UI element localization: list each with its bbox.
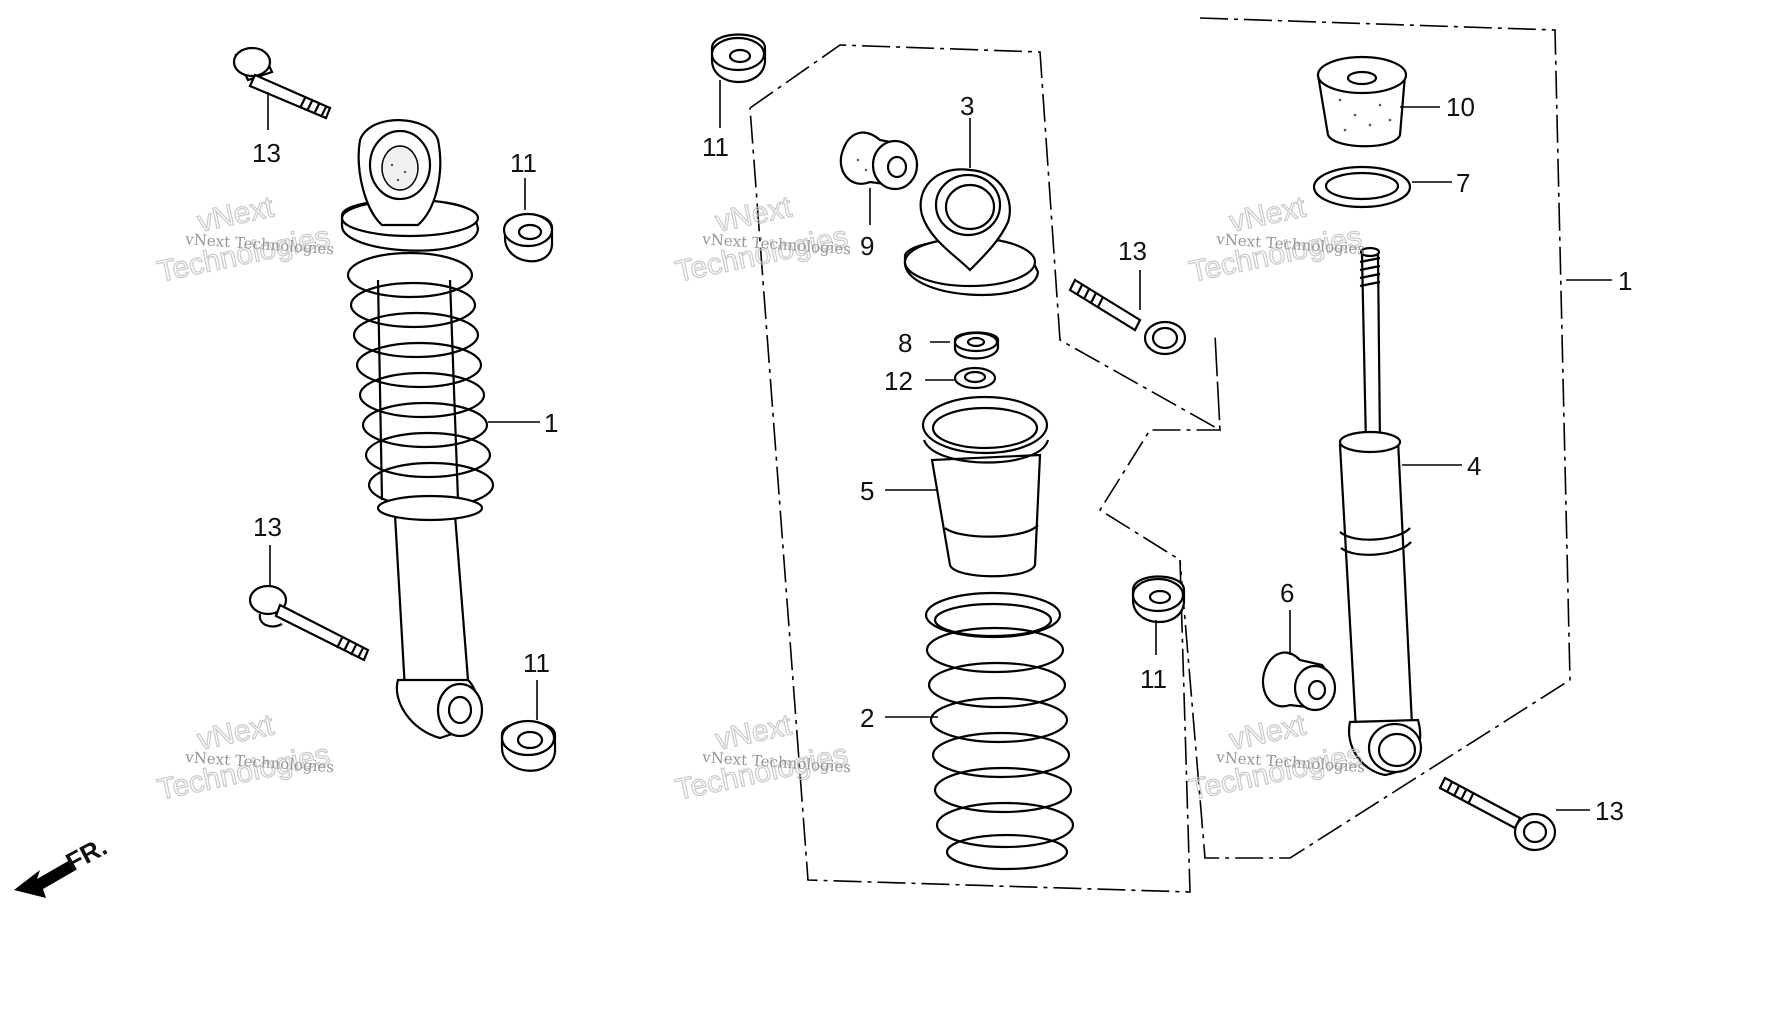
bolt-13-top-left: [232, 46, 332, 120]
callout-11-lower-left: 11: [523, 648, 550, 678]
bushing-6: [1261, 651, 1337, 712]
assembly-group-outline-right: [1179, 17, 1571, 859]
callout-4: 4: [1467, 451, 1481, 481]
callout-11-top-center: 11: [702, 132, 729, 162]
callout-7: 7: [1456, 168, 1470, 198]
callout-13-top-left: 13: [252, 138, 281, 168]
callout-11-upper-left: 11: [510, 148, 537, 178]
callout-12: 12: [884, 366, 913, 396]
callout-1-right: 1: [1618, 266, 1632, 296]
rubber-stopper-10: [1316, 55, 1408, 148]
assembly-group-outline-center: [749, 44, 1221, 893]
bolt-13-mid-left: [248, 584, 370, 662]
callout-8: 8: [898, 328, 912, 358]
nut-11-lower-left: [500, 719, 557, 772]
callout-13-center: 13: [1118, 236, 1147, 266]
callout-2: 2: [860, 703, 874, 733]
callout-13-mid-left: 13: [253, 512, 282, 542]
nut-8: [953, 331, 1000, 360]
washer-7: [1312, 165, 1412, 209]
nut-11-center-lower: [1131, 575, 1186, 624]
bolt-13-center: [1068, 278, 1187, 356]
washer-12: [953, 366, 997, 390]
callout-1-left: 1: [544, 408, 558, 438]
callout-11-center-lower: 11: [1140, 664, 1167, 694]
bushing-9: [839, 131, 919, 191]
upper-mount-3: [903, 168, 1040, 296]
callout-9: 9: [860, 231, 874, 261]
assembled-shock-absorber: [340, 119, 495, 740]
leader-lines: [267, 80, 1612, 811]
assembled-spring: [346, 251, 495, 509]
callout-5: 5: [860, 476, 874, 506]
callout-10: 10: [1446, 92, 1475, 122]
nut-11-upper-left: [502, 212, 554, 263]
nut-11-top-center: [710, 33, 767, 84]
front-direction-indicator: FR.: [14, 831, 112, 898]
callout-labels: 13 1 11 13 11 11 9 3 13 10 7 1 8 12 5 2 …: [252, 91, 1632, 826]
dust-cover-5: [921, 395, 1050, 578]
callout-3: 3: [960, 91, 974, 121]
callout-6: 6: [1280, 578, 1294, 608]
front-direction-arrow-icon: [14, 860, 76, 898]
spring-2: [924, 591, 1075, 871]
callout-13-bottom-right: 13: [1595, 796, 1624, 826]
damper-4: [1338, 246, 1423, 777]
bolt-13-bottom-right: [1438, 776, 1557, 852]
